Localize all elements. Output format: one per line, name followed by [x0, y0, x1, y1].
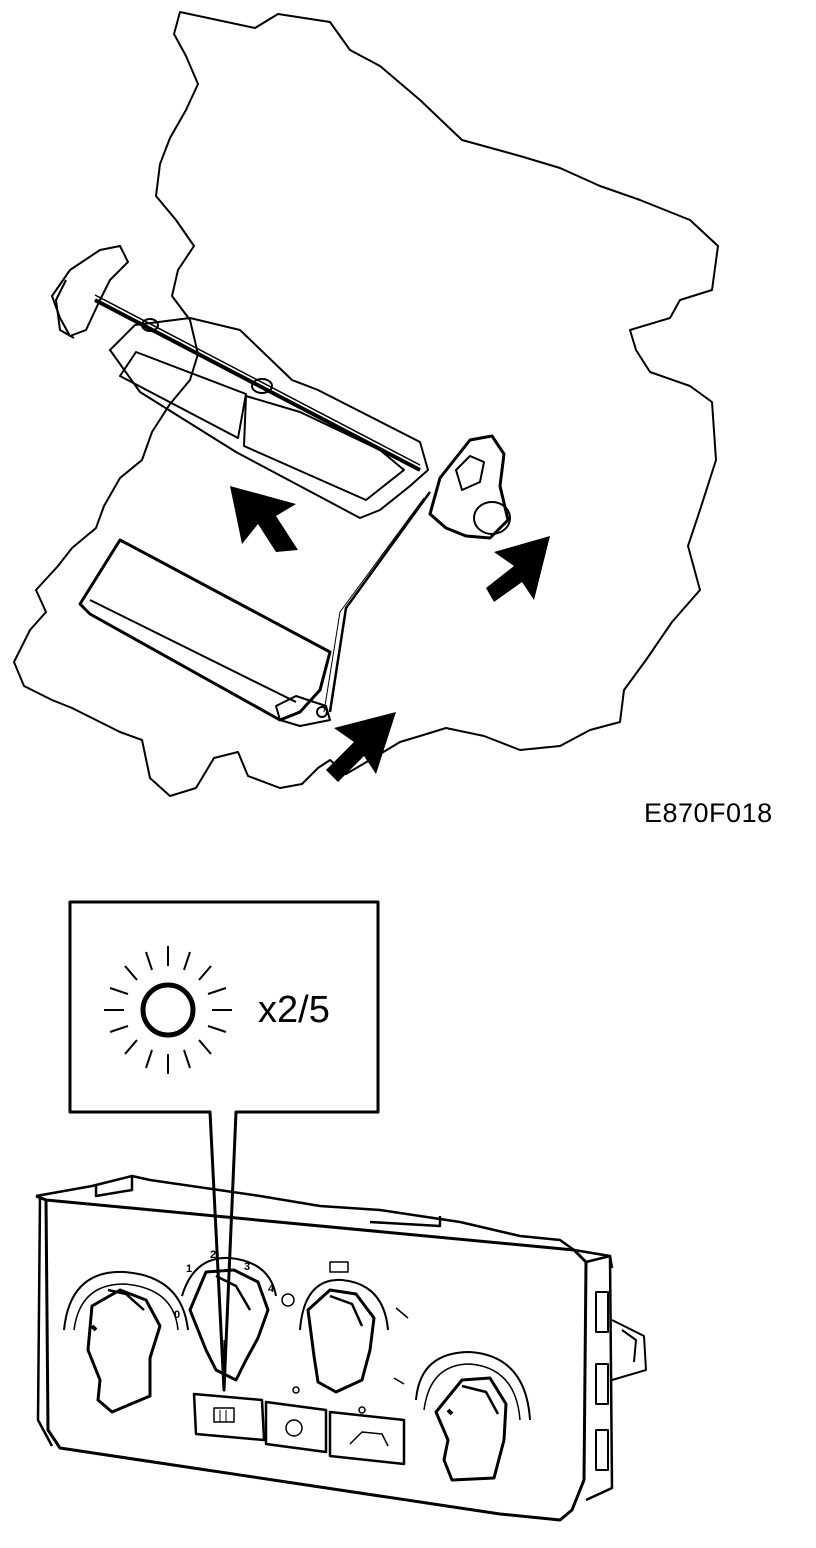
callout-frame: [68, 900, 380, 1392]
arrow-upper-flap: [230, 486, 298, 552]
fan-speed-mark-4: 4: [268, 1283, 275, 1295]
figure-reference-label: E870F018: [644, 798, 773, 828]
flap-shaft: [94, 298, 421, 472]
fan-speed-mark-0: 0: [174, 1309, 180, 1321]
shaft-bushing-left: [141, 318, 159, 332]
upper-flap-inner-2: [243, 395, 405, 501]
pointer-arrows: [230, 486, 550, 782]
arrow-actuator: [486, 536, 550, 602]
air-distribution-knob: [281, 1261, 409, 1414]
rear-defrost-button[interactable]: [192, 1392, 266, 1442]
side-connectors: [595, 1291, 647, 1471]
actuator-motor: [428, 434, 510, 540]
recirculation-button[interactable]: [264, 1400, 328, 1454]
panel-side: [585, 1254, 614, 1502]
lower-flap-end: [275, 695, 331, 727]
lower-flap: [78, 538, 332, 722]
upper-flap-housing: [109, 317, 429, 519]
heater-housing-outline: [13, 11, 719, 797]
callout-multiplier: x2/5: [258, 989, 330, 1031]
callout-box: x2/5: [68, 900, 380, 1392]
fan-speed-mark-1: 1: [186, 1263, 192, 1275]
panel-top-edge: [35, 1174, 614, 1269]
temperature-knob-left: [63, 1270, 189, 1414]
heater-unit-illustration: [13, 11, 719, 797]
arrow-lower-flap: [326, 712, 396, 782]
fan-speed-knob: [181, 1256, 277, 1382]
actuator-motor-cap: [473, 501, 511, 535]
fan-speed-mark-3: 3: [244, 1261, 250, 1273]
temperature-knob-right: [415, 1351, 531, 1482]
shaft-bushing-mid: [251, 378, 273, 394]
upper-flap-inner: [119, 351, 247, 439]
left-bracket: [51, 245, 129, 337]
panel-front-face: [35, 1194, 588, 1522]
linkage-rod: [328, 491, 432, 713]
air-conditioning-button[interactable]: [328, 1410, 406, 1466]
climate-control-panel: 0 1 2 3 4: [35, 1174, 647, 1522]
light-bulb-illumination-icon: [104, 946, 232, 1074]
fan-speed-mark-2: 2: [210, 1249, 216, 1261]
